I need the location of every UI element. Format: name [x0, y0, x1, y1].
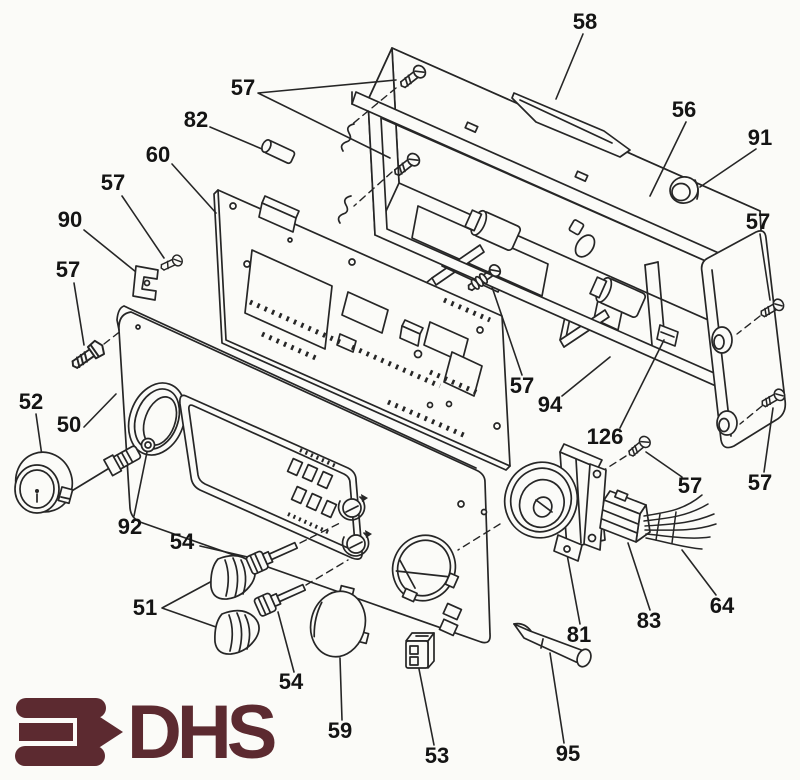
wire-harness-64 — [643, 494, 717, 550]
dhs-logo-text: DHS — [127, 690, 277, 775]
dhs-right-arrow-icon — [15, 698, 123, 766]
dhs-logo: DHS — [13, 690, 277, 775]
callout-126: 126 — [586, 424, 624, 449]
callout-53: 53 — [424, 743, 450, 768]
callout-82: 82 — [183, 107, 209, 132]
callout-91: 91 — [747, 125, 773, 150]
rotary-shafts — [337, 494, 372, 557]
callout-56: 56 — [671, 97, 697, 122]
callout-81: 81 — [566, 622, 592, 647]
callout-57: 57 — [745, 209, 771, 234]
callout-54: 54 — [169, 529, 195, 554]
callout-57: 57 — [677, 473, 703, 498]
callout-83: 83 — [636, 608, 662, 633]
lamp-bulb — [568, 219, 596, 258]
callout-94: 94 — [537, 392, 563, 417]
knob-52 — [14, 445, 142, 514]
leader-lines — [35, 33, 774, 746]
screw-with-spring-icon — [467, 264, 502, 292]
connector-83 — [599, 489, 651, 543]
rear-housing — [337, 47, 787, 449]
thumbscrews-54 — [245, 541, 307, 617]
callout-54: 54 — [278, 669, 304, 694]
callout-58: 58 — [572, 9, 598, 34]
callout-59: 59 — [327, 718, 353, 743]
circuit-board — [213, 189, 511, 471]
hex-screw-icon — [71, 339, 106, 369]
assembly-axis-lines — [103, 87, 763, 586]
callout-50: 50 — [56, 412, 82, 437]
plug-button-91 — [669, 176, 699, 204]
timer-81 — [503, 443, 607, 562]
roll-pin-82 — [261, 139, 296, 165]
pin-95 — [513, 622, 592, 668]
front-panel — [116, 305, 491, 644]
callout-92: 92 — [117, 514, 143, 539]
callout-57: 57 — [55, 257, 81, 282]
callout-57: 57 — [747, 470, 773, 495]
screw-icon — [160, 254, 183, 271]
callout-51: 51 — [132, 595, 158, 620]
mounting-clip-90 — [132, 265, 159, 301]
callout-57: 57 — [100, 170, 126, 195]
callout-52: 52 — [18, 389, 44, 414]
callout-60: 60 — [145, 142, 171, 167]
callout-64: 64 — [709, 593, 735, 618]
screw-icon — [399, 64, 427, 89]
light-pipe-58 — [511, 92, 631, 158]
disc-cover-59 — [309, 584, 370, 658]
switch-53 — [405, 632, 435, 669]
callout-57: 57 — [509, 373, 535, 398]
screws-57 — [71, 64, 786, 457]
screw-icon — [628, 435, 651, 457]
screw-icon — [761, 388, 786, 408]
screw-icon — [760, 298, 785, 318]
callout-57: 57 — [230, 75, 256, 100]
screw-icon — [393, 152, 421, 177]
callout-90: 90 — [57, 207, 83, 232]
callout-95: 95 — [555, 741, 581, 766]
